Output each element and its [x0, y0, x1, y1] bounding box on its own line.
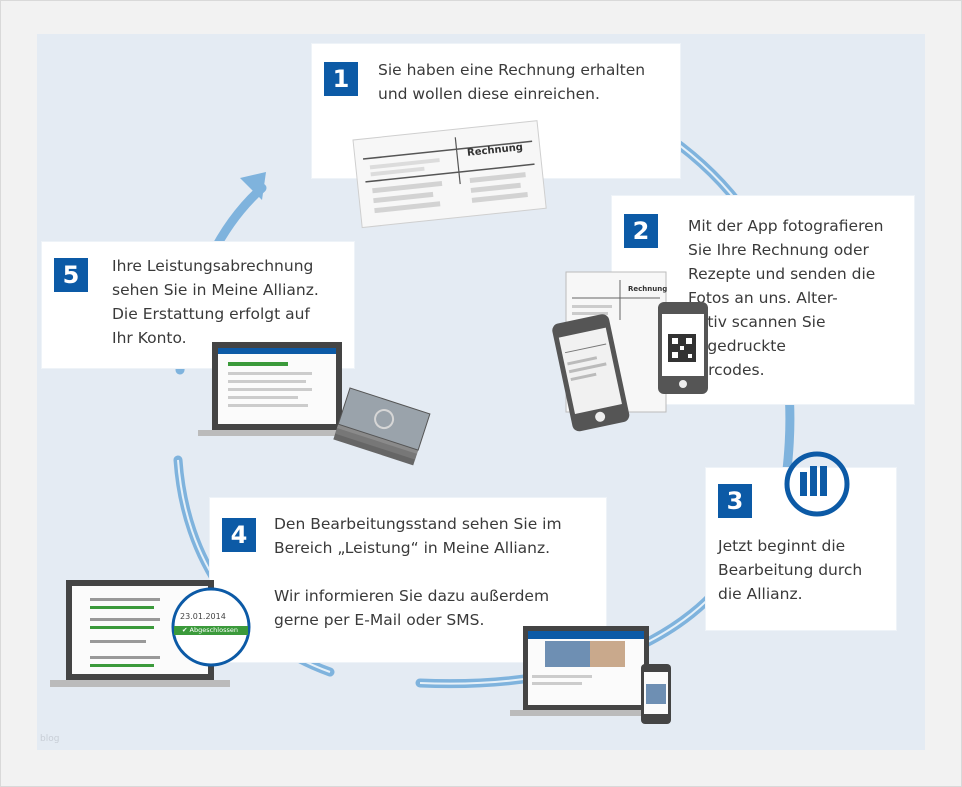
- step-3-text: Jetzt beginnt die Bearbeitung durch die …: [718, 537, 863, 603]
- laptop-icon: [510, 626, 660, 716]
- money-stack-icon: [333, 387, 431, 466]
- step-4-number: 4: [222, 518, 256, 552]
- step-1-text: Sie haben eine Rechnung erhalten und wol…: [378, 61, 646, 103]
- smartphone-qr-icon: [658, 302, 708, 394]
- smartphone-icon: [552, 314, 630, 432]
- watermark: blog: [40, 734, 60, 744]
- step-1-number: 1: [324, 62, 358, 96]
- step-2-number: 2: [624, 214, 658, 248]
- step-5-text: Ihre Leistungsabrechnung sehen Sie in Me…: [112, 257, 319, 347]
- step-3-card: [706, 468, 896, 630]
- step-5-number: 5: [54, 258, 88, 292]
- arrow-head: [240, 172, 266, 200]
- step-3-number: 3: [718, 484, 752, 518]
- invoice-label-small: Rechnung: [628, 285, 668, 293]
- magnifier-status: ✔ Abgeschlossen: [182, 626, 238, 634]
- laptop-icon-2: [198, 342, 354, 436]
- step-4-text: Den Bearbeitungsstand sehen Sie im Berei…: [274, 515, 562, 629]
- magnifier-date: 23.01.2014: [180, 612, 226, 621]
- smartphone-icon-2: [641, 664, 671, 724]
